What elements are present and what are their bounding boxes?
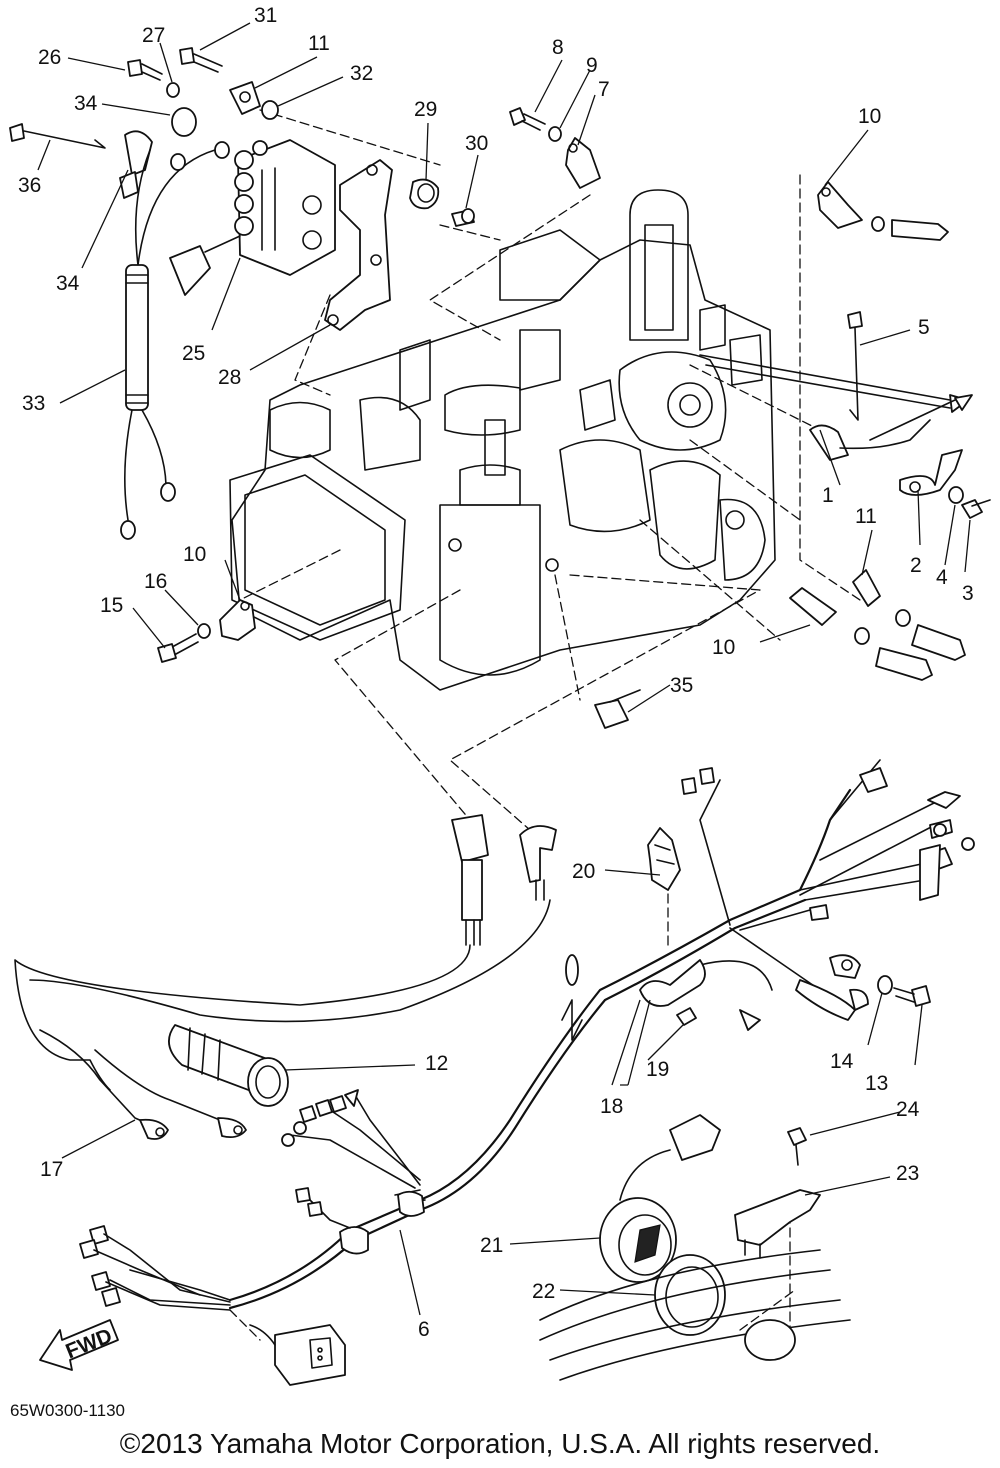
cdi-unit-assembly (169, 139, 336, 296)
clamp-20 (647, 827, 681, 891)
plastic-tie-36 (9, 123, 106, 149)
lead-1 (699, 354, 973, 461)
callout-10-right: 10 (712, 636, 735, 659)
callout-33: 33 (22, 392, 45, 415)
spark-plug-cap-34 (119, 107, 197, 199)
callout-18: 18 (600, 1095, 623, 1118)
bolt-26 (127, 59, 163, 81)
clamp-10-right (789, 587, 933, 681)
engine-block (229, 189, 776, 691)
callout-13: 13 (865, 1072, 888, 1095)
battery-cable-17 (39, 1029, 247, 1140)
callout-30: 30 (465, 132, 488, 155)
callout-6: 6 (418, 1318, 430, 1341)
callout-21: 21 (480, 1234, 503, 1257)
callout-14: 14 (830, 1050, 854, 1073)
clamp-7 (565, 137, 601, 189)
bolt-13 (893, 985, 931, 1007)
fwd-arrow-icon: FWD (39, 1319, 119, 1371)
callout-25: 25 (182, 342, 205, 365)
callout-15: 15 (100, 594, 123, 617)
callout-1: 1 (822, 484, 834, 507)
washer-4 (948, 486, 964, 504)
screw-3 (961, 499, 991, 519)
washer-16 (197, 623, 211, 639)
callout-22: 22 (532, 1280, 555, 1303)
bolt-31 (179, 47, 223, 73)
collar-11-right (852, 569, 966, 661)
wire-harness-6 (79, 759, 975, 1386)
plastic-tie-5 (847, 311, 863, 421)
callout-20: 20 (572, 860, 595, 883)
washer-32 (261, 100, 279, 120)
callout-34-top: 34 (74, 92, 98, 115)
drawing-code: 65W0300-1130 (10, 1401, 125, 1420)
callout-16: 16 (144, 570, 167, 593)
callout-23: 23 (896, 1162, 919, 1185)
copyright-notice: ©2013 Yamaha Motor Corporation, U.S.A. A… (119, 1428, 881, 1459)
long-lead-loop (14, 899, 583, 1091)
spark-plug-lead-33 (120, 149, 216, 540)
callout-36: 36 (18, 174, 41, 197)
callout-8: 8 (552, 36, 564, 59)
callout-10-left: 10 (183, 543, 206, 566)
assembly-guide-lines (229, 109, 861, 1351)
callout-2: 2 (910, 554, 922, 577)
callout-28: 28 (218, 366, 241, 389)
callout-11-top: 11 (308, 32, 330, 55)
fuse-holder-18 (639, 959, 773, 1031)
washer-14 (877, 975, 893, 995)
leader-lines (37, 22, 971, 1316)
screw-24 (787, 1127, 807, 1166)
holder-23 (734, 1189, 821, 1259)
callout-17: 17 (40, 1158, 63, 1181)
collar-30 (451, 208, 475, 227)
callout-26: 26 (38, 46, 61, 69)
terminal-2 (899, 449, 963, 496)
callout-numbers: 1 2 3 4 5 6 7 8 9 10 10 10 11 11 12 13 1… (18, 4, 974, 1341)
clamp-10-left (219, 599, 256, 641)
callout-5: 5 (918, 316, 930, 339)
callout-10-top: 10 (858, 105, 881, 128)
cowling-edge (539, 1249, 851, 1381)
callout-34-bottom: 34 (56, 272, 80, 295)
callout-35: 35 (670, 674, 693, 697)
callout-24: 24 (896, 1098, 920, 1121)
callout-11-right: 11 (855, 505, 877, 528)
bolt-8 (509, 107, 546, 131)
bolt-15 (157, 633, 199, 663)
callout-29: 29 (414, 98, 437, 121)
battery-lead-ends (795, 954, 869, 1021)
clamp-10-top (817, 181, 949, 241)
washer-27 (166, 82, 180, 98)
washer-9 (548, 126, 562, 142)
plug-boots (451, 814, 557, 946)
callout-12: 12 (425, 1052, 448, 1075)
cdi-bracket (324, 159, 393, 331)
callout-4: 4 (936, 566, 948, 589)
protector-12 (168, 1024, 289, 1107)
callout-9: 9 (586, 54, 598, 77)
bolt-35 (594, 689, 641, 729)
callout-19: 19 (646, 1058, 669, 1081)
collar-11-top (229, 81, 261, 115)
fuse-19 (676, 1007, 697, 1026)
grommet-29 (409, 178, 440, 210)
callout-3: 3 (962, 582, 974, 605)
callout-31: 31 (254, 4, 277, 27)
callout-27: 27 (142, 24, 165, 47)
engine-stop-switch-21 (599, 1114, 721, 1283)
washers-misc (170, 141, 230, 171)
callout-7: 7 (598, 78, 610, 101)
callout-32: 32 (350, 62, 373, 85)
